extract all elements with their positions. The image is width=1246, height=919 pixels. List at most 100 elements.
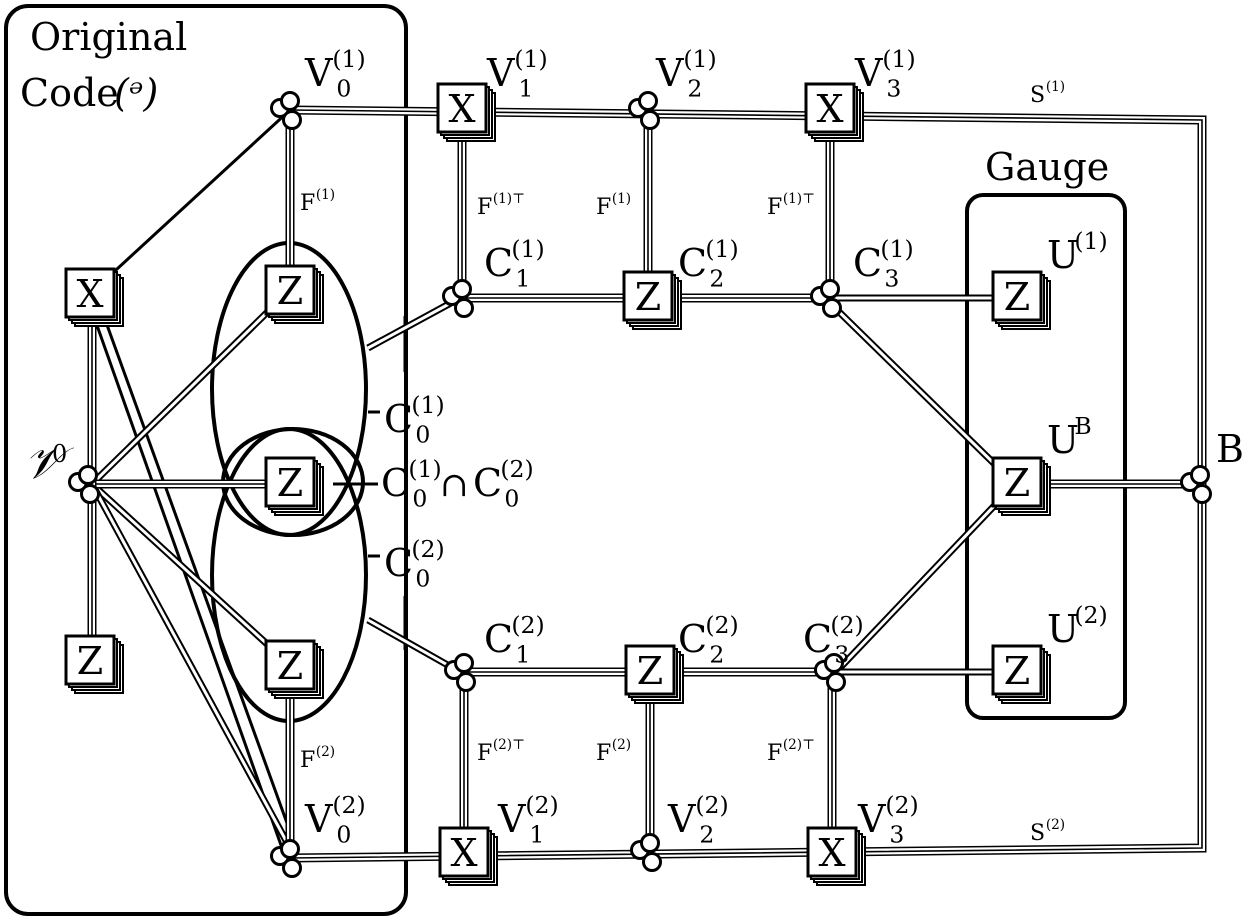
f2-mid-label-sup: (2): [612, 737, 631, 753]
original-code-title-line2: Code: [20, 71, 119, 115]
s1-label-base: S: [1030, 83, 1045, 108]
tensor-x-v1-bot: X: [438, 826, 498, 886]
s1-label-sup: (1): [1046, 79, 1065, 95]
v0-top-label: V(1)0: [304, 45, 366, 103]
u2-label: U(2): [1047, 601, 1108, 651]
c0-int-a-label-base: C: [381, 461, 410, 505]
c2-bot-label-sup: (2): [705, 611, 738, 639]
tensor-z-u2: Z: [991, 644, 1051, 704]
f2t-b-label-sup: (2)⊤: [783, 737, 815, 753]
v0-bot-label-sup: (2): [332, 791, 365, 819]
copy-node-b: [1180, 465, 1212, 504]
v0-top-label-sub: 0: [336, 75, 351, 103]
v1-top-label-base: V: [486, 51, 515, 95]
c0-int-a-label: C(1)0: [381, 455, 442, 513]
f2-left-label: F(2): [300, 744, 335, 773]
text-labels: Original Code (ᵊ) Gauge 𝒱 0 B ∩: [20, 15, 1244, 489]
c3-top-label-sup: (1): [880, 235, 913, 263]
v1-top-label: V(1)1: [486, 45, 548, 103]
v1-top-label-sub: 1: [518, 75, 533, 103]
f1t-a-label-base: F: [477, 195, 492, 220]
c0-bot-label-sub: 0: [415, 565, 430, 593]
u2-label-base: U: [1047, 607, 1079, 651]
v3-bot-label: V(2)3: [857, 791, 919, 849]
gauge-title: Gauge: [985, 145, 1109, 189]
s1-label: S(1): [1030, 79, 1065, 108]
u1-label: U(1): [1047, 227, 1108, 277]
c1-top-label-sup: (1): [511, 235, 544, 263]
c0-int-b-label: C(2)0: [473, 455, 534, 513]
f1t-b-label-sup: (1)⊤: [783, 191, 815, 207]
c1-top-label: C(1)1: [484, 235, 545, 293]
v2-top-label-base: V: [655, 51, 684, 95]
tensor-z-left: Z: [64, 634, 124, 694]
c0-top-label: C(1)0: [384, 391, 445, 449]
tensor-z-u1-letter: Z: [1004, 275, 1030, 319]
v1-bot-label-sup: (2): [525, 791, 558, 819]
v2-bot-label: V(2)2: [667, 791, 729, 849]
v3-top-label-sup: (1): [882, 45, 915, 73]
c1-bot-label-sub: 1: [515, 641, 530, 669]
tensor-x-v1-bot-letter: X: [450, 831, 477, 875]
ub-label: UB: [1047, 412, 1092, 462]
copy-nodes: [68, 91, 1212, 878]
tensor-x-v1-top: X: [436, 82, 496, 142]
copy-node-v0-bot: [270, 839, 302, 878]
v2-bot-label-base: V: [667, 797, 696, 841]
s2-label-sup: (2): [1046, 817, 1065, 833]
tensor-x-v3-bot-letter: X: [818, 831, 845, 875]
c0-int-b-label-sub: 0: [504, 485, 519, 513]
tensor-z-u2-letter: Z: [1004, 649, 1030, 693]
tensor-z-c0-bot: Z: [264, 639, 324, 699]
tensor-z-c2-top-letter: Z: [635, 275, 661, 319]
v3-bot-label-base: V: [857, 797, 886, 841]
copy-node-v2-bot: [630, 833, 662, 872]
c3-top-label: C(1)3: [853, 235, 914, 293]
c0-bot-label-base: C: [384, 541, 413, 585]
v0-top-label-base: V: [304, 51, 333, 95]
tensor-z-ub: Z: [991, 456, 1051, 516]
b-label: B: [1216, 427, 1244, 471]
v3-top-label-sub: 3: [886, 75, 901, 103]
s2-label-base: S: [1030, 821, 1045, 846]
v1-bot-label: V(2)1: [497, 791, 559, 849]
f1-left-label-base: F: [300, 191, 315, 216]
v3-top-label: V(1)3: [854, 45, 916, 103]
copy-node-c1-top: [442, 279, 474, 318]
tensor-x-left-letter: X: [76, 272, 103, 316]
c0-top-label-sub: 0: [415, 421, 430, 449]
c0-int-operator: ∩: [440, 465, 469, 505]
v2-top-label: V(1)2: [655, 45, 717, 103]
c2-bot-label-base: C: [678, 617, 707, 661]
f2t-a-label-sup: (2)⊤: [493, 737, 525, 753]
tensor-z-ub-letter: Z: [1004, 461, 1030, 505]
copy-node-v0-top: [270, 91, 302, 130]
u1-label-sup: (1): [1074, 227, 1107, 255]
c1-top-label-base: C: [484, 241, 513, 285]
tensor-z-c0-top-letter: Z: [277, 269, 303, 313]
c2-bot-label: C(2)2: [678, 611, 739, 669]
ub-label-base: U: [1047, 418, 1079, 462]
original-code-title-line1: Original: [30, 15, 187, 59]
f1-mid-label: F(1): [596, 191, 631, 220]
original-code-region: [4, 4, 408, 916]
f2-mid-label: F(2): [596, 737, 631, 766]
v0-bot-label-sub: 0: [336, 821, 351, 849]
c3-bot-label-sup: (2): [830, 611, 863, 639]
c3-bot-label: C(2)3: [803, 611, 864, 669]
c1-top-label-sub: 1: [515, 265, 530, 293]
v1-bot-label-base: V: [497, 797, 526, 841]
f1t-a-label-sup: (1)⊤: [493, 191, 525, 207]
v3-bot-label-sub: 3: [889, 821, 904, 849]
v2-bot-label-sup: (2): [695, 791, 728, 819]
c0-top-label-sup: (1): [411, 391, 444, 419]
c2-top-label: C(1)2: [678, 235, 739, 293]
s2-label: S(2): [1030, 817, 1065, 846]
f2-left-label-base: F: [300, 748, 315, 773]
f2t-b-label-base: F: [767, 741, 782, 766]
tensor-x-v3-top: X: [804, 82, 864, 142]
c2-top-label-sup: (1): [705, 235, 738, 263]
c0-bot-label: C(2)0: [384, 535, 445, 593]
c0-int-a-label-sub: 0: [412, 485, 427, 513]
copy-node-c3-top: [810, 279, 842, 318]
